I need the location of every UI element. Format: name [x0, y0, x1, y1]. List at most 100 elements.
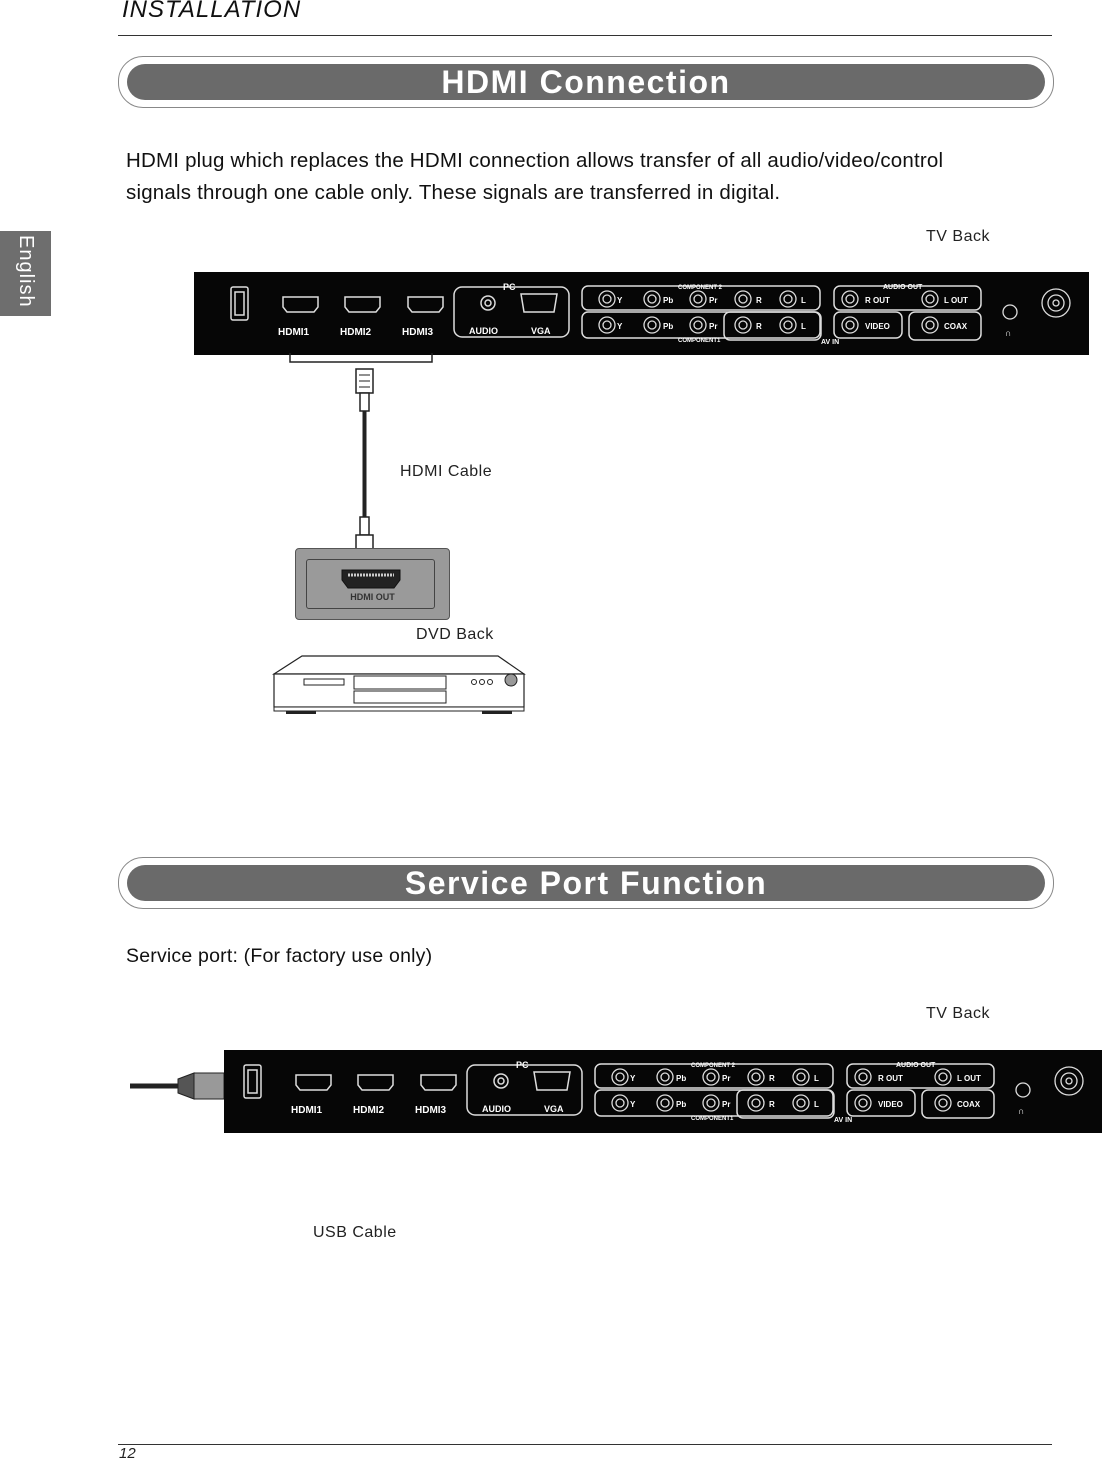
hdmi-description: HDMI plug which replaces the HDMI connec… [126, 145, 943, 209]
vga-port-icon [533, 1071, 571, 1091]
svg-text:HDMI1: HDMI1 [291, 1105, 323, 1116]
hdmi-description-line-1: HDMI plug which replaces the HDMI connec… [126, 149, 944, 172]
svg-text:HDMI2: HDMI2 [353, 1105, 385, 1116]
language-tab-label: English [15, 235, 37, 308]
hdmi-port-icon [357, 1074, 394, 1091]
svg-text:Y: Y [617, 296, 623, 305]
svg-text:R OUT: R OUT [865, 296, 890, 305]
svg-text:VIDEO: VIDEO [878, 1100, 903, 1109]
pc-audio-jack-icon [480, 295, 496, 311]
tv-back-panel: HDMI1 HDMI2 HDMI3 PC AUDIO VGA COMPONENT… [194, 272, 1089, 355]
svg-text:L: L [801, 322, 806, 331]
svg-text:HDMI3: HDMI3 [415, 1105, 447, 1116]
svg-text:Y: Y [630, 1074, 636, 1083]
hdmi-connection-title: HDMI Connection [441, 64, 731, 100]
dvd-hdmi-out-panel: HDMI OUT [295, 548, 450, 620]
svg-text:L OUT: L OUT [957, 1074, 981, 1083]
svg-text:COMPONENT 2: COMPONENT 2 [678, 285, 723, 291]
usb-port-icon [230, 286, 249, 321]
hdmi-port-icon [282, 296, 319, 313]
svg-text:Pr: Pr [722, 1074, 730, 1083]
pc-audio-jack-center-icon [484, 299, 492, 307]
svg-text:R: R [769, 1074, 775, 1083]
language-tab: English [0, 231, 51, 316]
svg-text:PC: PC [516, 1060, 529, 1070]
svg-text:COAX: COAX [944, 322, 968, 331]
av-in-frame [723, 311, 822, 341]
tv-back-panel-2: HDMI1 HDMI2 HDMI3 PC AUDIO VGA COMPONENT… [224, 1050, 1102, 1133]
video-frame [833, 311, 903, 339]
hdmi-port-icon [295, 1074, 332, 1091]
svg-text:R: R [769, 1100, 775, 1109]
coax-frame [908, 311, 982, 341]
svg-text:L: L [814, 1100, 819, 1109]
svg-text:Pr: Pr [709, 296, 717, 305]
dvd-back-label: DVD Back [416, 626, 494, 643]
svg-text:COMPONENT 2: COMPONENT 2 [691, 1063, 736, 1069]
svg-text:AUDIO: AUDIO [469, 326, 498, 336]
tv-back-label: TV Back [926, 228, 990, 245]
svg-text:HDMI1: HDMI1 [278, 327, 310, 338]
service-port-banner: Service Port Function [118, 857, 1054, 909]
svg-text:∩: ∩ [1005, 328, 1012, 338]
svg-text:Y: Y [630, 1100, 636, 1109]
section-header-title: INSTALLATION [122, 0, 302, 23]
pc-group-frame [453, 286, 570, 338]
svg-text:Pr: Pr [709, 322, 717, 331]
service-port-title: Service Port Function [404, 865, 768, 901]
svg-text:Pr: Pr [722, 1100, 730, 1109]
hdmi-port-icon [420, 1074, 457, 1091]
svg-text:AUDIO OUT: AUDIO OUT [883, 284, 923, 291]
svg-text:HDMI3: HDMI3 [402, 327, 434, 338]
svg-text:R OUT: R OUT [878, 1074, 903, 1083]
svg-text:Pb: Pb [676, 1074, 686, 1083]
svg-text:VIDEO: VIDEO [865, 322, 890, 331]
usb-port-inner-icon [247, 1069, 258, 1094]
svg-text:L: L [814, 1074, 819, 1083]
svg-text:HDMI2: HDMI2 [340, 327, 372, 338]
component2-frame [581, 285, 821, 311]
svg-text:AV IN: AV IN [821, 339, 839, 346]
hdmi-connection-banner: HDMI Connection [118, 56, 1054, 108]
page-number: 12 [119, 1445, 136, 1462]
svg-text:AUDIO: AUDIO [482, 1104, 511, 1114]
usb-cable-label: USB Cable [313, 1224, 397, 1241]
pc-audio-jack-icon [493, 1073, 509, 1089]
tv-back-label-2: TV Back [926, 1005, 990, 1022]
hdmi-port-icon [407, 296, 444, 313]
footer-rule [118, 1444, 1052, 1445]
header-rule [118, 35, 1052, 36]
svg-text:COMPONENT1: COMPONENT1 [678, 338, 721, 344]
audio-out-frame [833, 285, 982, 311]
svg-text:Y: Y [617, 322, 623, 331]
tv-back-panel-ports-diagram: HDMI1 HDMI2 HDMI3 PC AUDIO VGA COMPONENT… [230, 282, 1071, 346]
dvd-player-icon [272, 655, 526, 714]
svg-text:∩: ∩ [1018, 1106, 1025, 1116]
component1-frame [581, 311, 821, 339]
svg-text:R: R [756, 322, 762, 331]
svg-text:VGA: VGA [544, 1104, 564, 1114]
svg-text:VGA: VGA [531, 326, 551, 336]
hdmi-out-port-icon [341, 569, 401, 589]
svg-text:PC: PC [503, 282, 516, 292]
vga-port-icon [520, 293, 558, 313]
svg-text:L: L [801, 296, 806, 305]
svg-text:Pb: Pb [676, 1100, 686, 1109]
svg-text:AUDIO OUT: AUDIO OUT [896, 1062, 936, 1069]
usb-port-icon [243, 1064, 262, 1099]
hdmi-cable-label: HDMI Cable [400, 463, 493, 480]
hdmi-out-label: HDMI OUT [350, 592, 395, 602]
service-port-description: Service port: (For factory use only) [126, 945, 433, 967]
svg-text:Pb: Pb [663, 296, 673, 305]
pc-group-frame [466, 1064, 583, 1116]
svg-text:R: R [756, 296, 762, 305]
svg-text:L OUT: L OUT [944, 296, 968, 305]
svg-text:Pb: Pb [663, 322, 673, 331]
tv-back-panel-2-ports-diagram: HDMI1 HDMI2 HDMI3 PC AUDIO VGA COMPONENT… [243, 1060, 1084, 1124]
svg-text:COMPONENT1: COMPONENT1 [691, 1116, 734, 1122]
usb-cable-icon [130, 1072, 225, 1100]
usb-port-inner-icon [234, 291, 245, 316]
hdmi-description-line-2: signals through one cable only. These si… [126, 181, 781, 204]
svg-text:AV IN: AV IN [834, 1117, 852, 1124]
svg-text:COAX: COAX [957, 1100, 981, 1109]
